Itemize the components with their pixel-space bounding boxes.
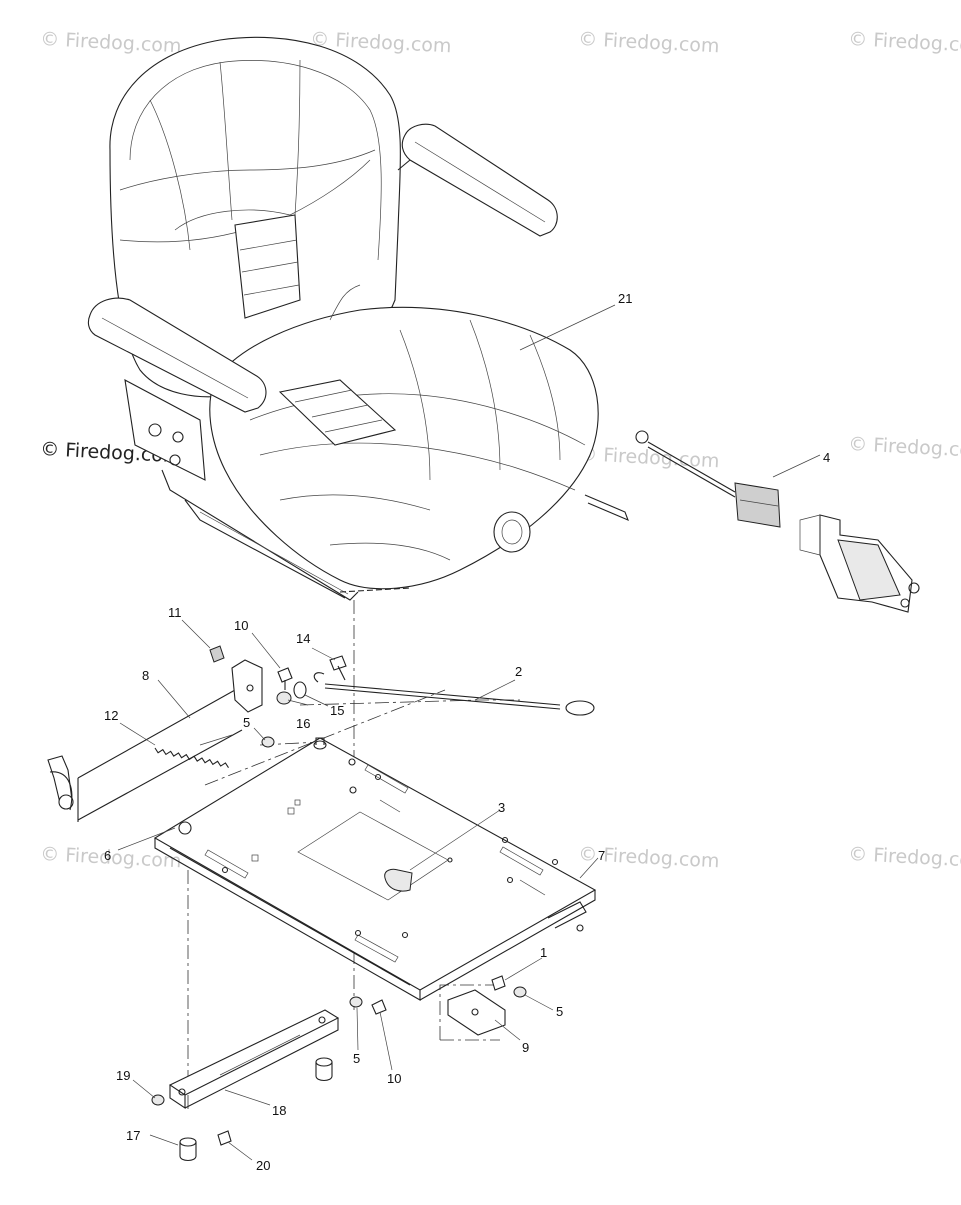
- callout-9: 9: [522, 1040, 529, 1055]
- callout-11: 11: [168, 605, 182, 620]
- watermark: © Firedog.com: [578, 28, 720, 57]
- callout-numbers: 21 4 11 10 14 8 2 15 12 5 16 3 6 7 1 5 9…: [104, 291, 830, 1173]
- seat-assembly: [87, 36, 629, 601]
- watermark: © Firedog.com: [848, 843, 961, 872]
- callout-10: 10: [387, 1071, 401, 1086]
- callout-leaders: [117, 619, 599, 1161]
- callout-16: 16: [296, 716, 310, 731]
- callout-7: 7: [598, 848, 605, 863]
- callout-12: 12: [104, 708, 118, 723]
- callout-5: 5: [243, 715, 250, 730]
- callout-6: 6: [104, 848, 111, 863]
- callout-17: 17: [126, 1128, 140, 1143]
- callout-14: 14: [296, 631, 310, 646]
- callout-4: 4: [823, 450, 830, 465]
- callout-1: 1: [540, 945, 547, 960]
- callout-20: 20: [256, 1158, 270, 1173]
- callout-5: 5: [556, 1004, 563, 1019]
- callout-2: 2: [515, 664, 522, 679]
- base-plate: [153, 737, 597, 1001]
- slide-rail: [151, 1009, 340, 1162]
- callout-18: 18: [272, 1103, 286, 1118]
- callout-3: 3: [498, 800, 505, 815]
- hardware: [261, 655, 595, 1036]
- callout-21: 21: [618, 291, 632, 306]
- watermark: © Firedog.com: [848, 433, 961, 462]
- callout-10: 10: [234, 618, 248, 633]
- callout-19: 19: [116, 1068, 130, 1083]
- watermark: © Firedog.com: [40, 28, 182, 57]
- spring-rod-assembly: [47, 645, 263, 822]
- seat-belt: [635, 430, 920, 613]
- watermark: © Firedog.com: [848, 28, 961, 57]
- callout-5: 5: [353, 1051, 360, 1066]
- callout-15: 15: [330, 703, 344, 718]
- callout-8: 8: [142, 668, 149, 683]
